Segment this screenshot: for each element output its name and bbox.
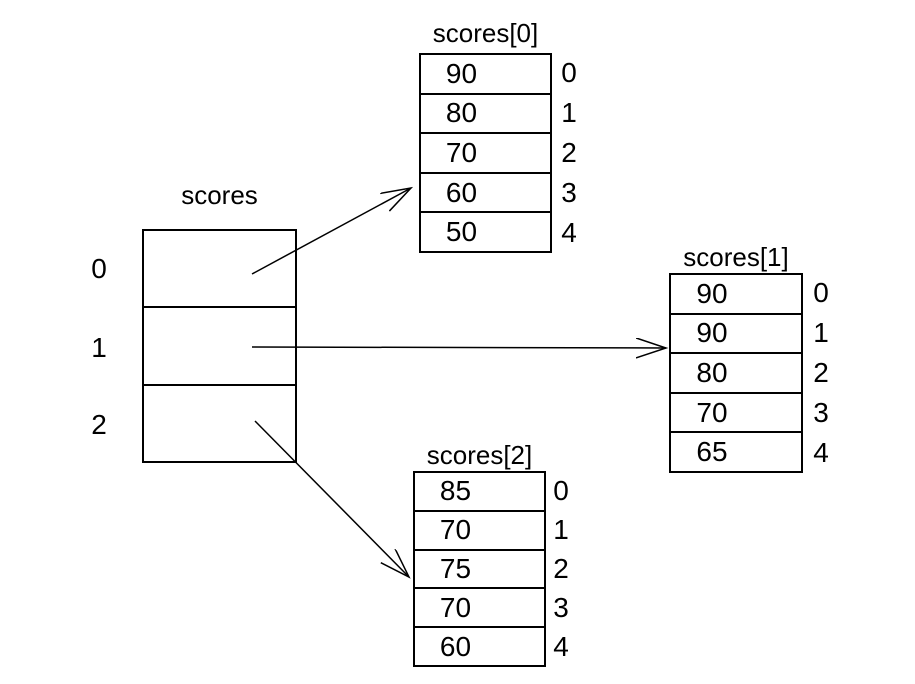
- cell-value: 70: [696, 396, 728, 428]
- index-label: 4: [561, 217, 577, 248]
- cell-value: 85: [439, 475, 472, 507]
- pointer-index-label: 2: [91, 409, 107, 440]
- cell-value: 90: [696, 277, 728, 309]
- table-row: 65: [671, 433, 801, 471]
- pointer-cell-1: [144, 308, 295, 386]
- index-label: 4: [553, 631, 569, 663]
- index-column-scores0: 0 1 2 3 4: [556, 53, 582, 253]
- table-row: 70: [415, 589, 544, 629]
- cell-value: 70: [439, 591, 472, 623]
- value-table-scores1: 90 90 80 70 65: [669, 273, 803, 473]
- index-label: 2: [553, 553, 569, 584]
- pointer-cell-2: [144, 386, 295, 461]
- index-label: 1: [561, 97, 577, 128]
- pointer-array-box: [142, 229, 297, 463]
- index-label: 2: [561, 137, 577, 168]
- table-row: 90: [671, 275, 801, 315]
- pointer-index-label: 0: [91, 253, 107, 284]
- table-row: 70: [421, 134, 550, 174]
- table-row: 60: [421, 174, 550, 214]
- pointer-index-label: 1: [91, 332, 107, 363]
- cell-value: 90: [696, 317, 728, 349]
- table-row: 70: [671, 394, 801, 434]
- table-row: 75: [415, 551, 544, 590]
- index-label: 3: [813, 397, 829, 428]
- table-title-scores0: scores[0]: [432, 18, 539, 48]
- table-row: 85: [415, 473, 544, 512]
- table-row: 90: [421, 55, 550, 95]
- index-label: 0: [561, 57, 577, 88]
- index-label: 4: [813, 437, 829, 468]
- index-column-scores1: 0 1 2 3 4: [808, 273, 834, 473]
- cell-value: 65: [696, 436, 728, 468]
- index-label: 3: [561, 177, 577, 208]
- value-table-scores0: 90 80 70 60 50: [419, 53, 552, 253]
- table-title-scores2: scores[2]: [426, 440, 533, 470]
- index-label: 0: [553, 474, 569, 506]
- index-label: 1: [553, 513, 569, 545]
- index-label: 3: [553, 592, 569, 624]
- cell-value: 75: [439, 552, 472, 584]
- pointer-array-title: scores: [181, 180, 258, 210]
- cell-value: 80: [696, 356, 728, 388]
- index-label: 0: [813, 277, 829, 308]
- cell-value: 80: [445, 97, 478, 129]
- index-label: 1: [813, 317, 829, 348]
- index-column-scores2: 0 1 2 3 4: [548, 471, 574, 667]
- cell-value: 70: [445, 136, 478, 168]
- table-row: 70: [415, 512, 544, 551]
- arrow-scores1: [251, 347, 666, 348]
- value-table-scores2: 85 70 75 70 60: [413, 471, 546, 667]
- pointer-cell-0: [144, 231, 295, 309]
- table-row: 90: [671, 315, 801, 355]
- cell-value: 50: [445, 216, 478, 248]
- table-row: 50: [421, 213, 550, 251]
- table-row: 80: [671, 354, 801, 394]
- cell-value: 60: [439, 630, 472, 662]
- cell-value: 70: [439, 514, 472, 546]
- table-row: 60: [415, 628, 544, 665]
- table-row: 80: [421, 95, 550, 135]
- cell-value: 60: [445, 176, 478, 208]
- table-title-scores1: scores[1]: [683, 242, 789, 272]
- index-label: 2: [813, 357, 829, 388]
- cell-value: 90: [445, 57, 478, 89]
